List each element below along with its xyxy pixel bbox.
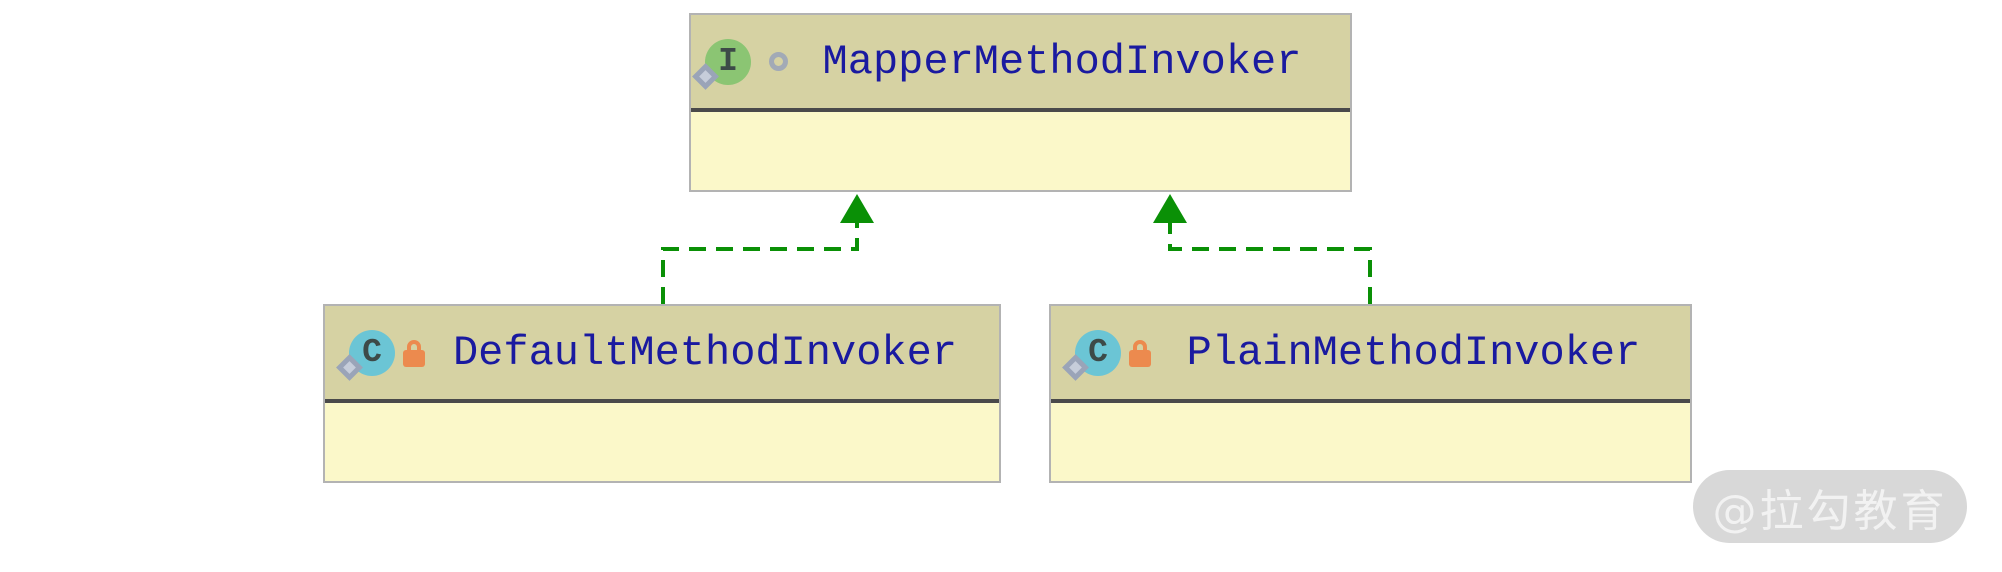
modifier-ring-icon (769, 52, 788, 71)
uml-node-mapper-method-invoker[interactable]: I MapperMethodInvoker (689, 13, 1352, 192)
uml-node-plain-method-invoker[interactable]: C PlainMethodInvoker (1049, 304, 1692, 483)
node-body (691, 112, 1350, 190)
class-badge-letter: C (1088, 334, 1108, 371)
interface-badge-letter: I (718, 43, 738, 80)
lock-icon (403, 339, 425, 367)
node-header: I MapperMethodInvoker (691, 15, 1350, 108)
uml-node-default-method-invoker[interactable]: C DefaultMethodInvoker (323, 304, 1001, 483)
edge-arrowhead-default-icon (840, 194, 874, 223)
class-icon: C (1062, 329, 1121, 381)
edge-implements-plain (1168, 223, 1372, 304)
diamond-overlay-icon (1062, 353, 1089, 381)
diamond-overlay-icon (692, 62, 719, 90)
node-title: PlainMethodInvoker (1186, 328, 1641, 377)
watermark-badge: @拉勾教育 (1693, 470, 1967, 543)
header-divider (325, 399, 999, 403)
header-divider (691, 108, 1350, 112)
class-icon: C (336, 329, 395, 381)
header-divider (1051, 399, 1690, 403)
lock-icon (1129, 339, 1151, 367)
interface-icon: I (692, 38, 751, 90)
edge-arrowhead-plain-icon (1153, 194, 1187, 223)
node-title: MapperMethodInvoker (822, 37, 1302, 86)
class-badge-letter: C (362, 334, 382, 371)
watermark-text: @拉勾教育 (1712, 485, 1948, 537)
diamond-overlay-icon (336, 353, 363, 381)
node-header: C PlainMethodInvoker (1051, 306, 1690, 399)
node-body (1051, 403, 1690, 481)
edge-implements-default (661, 223, 859, 304)
node-title: DefaultMethodInvoker (452, 328, 958, 377)
node-header: C DefaultMethodInvoker (325, 306, 999, 399)
node-body (325, 403, 999, 481)
